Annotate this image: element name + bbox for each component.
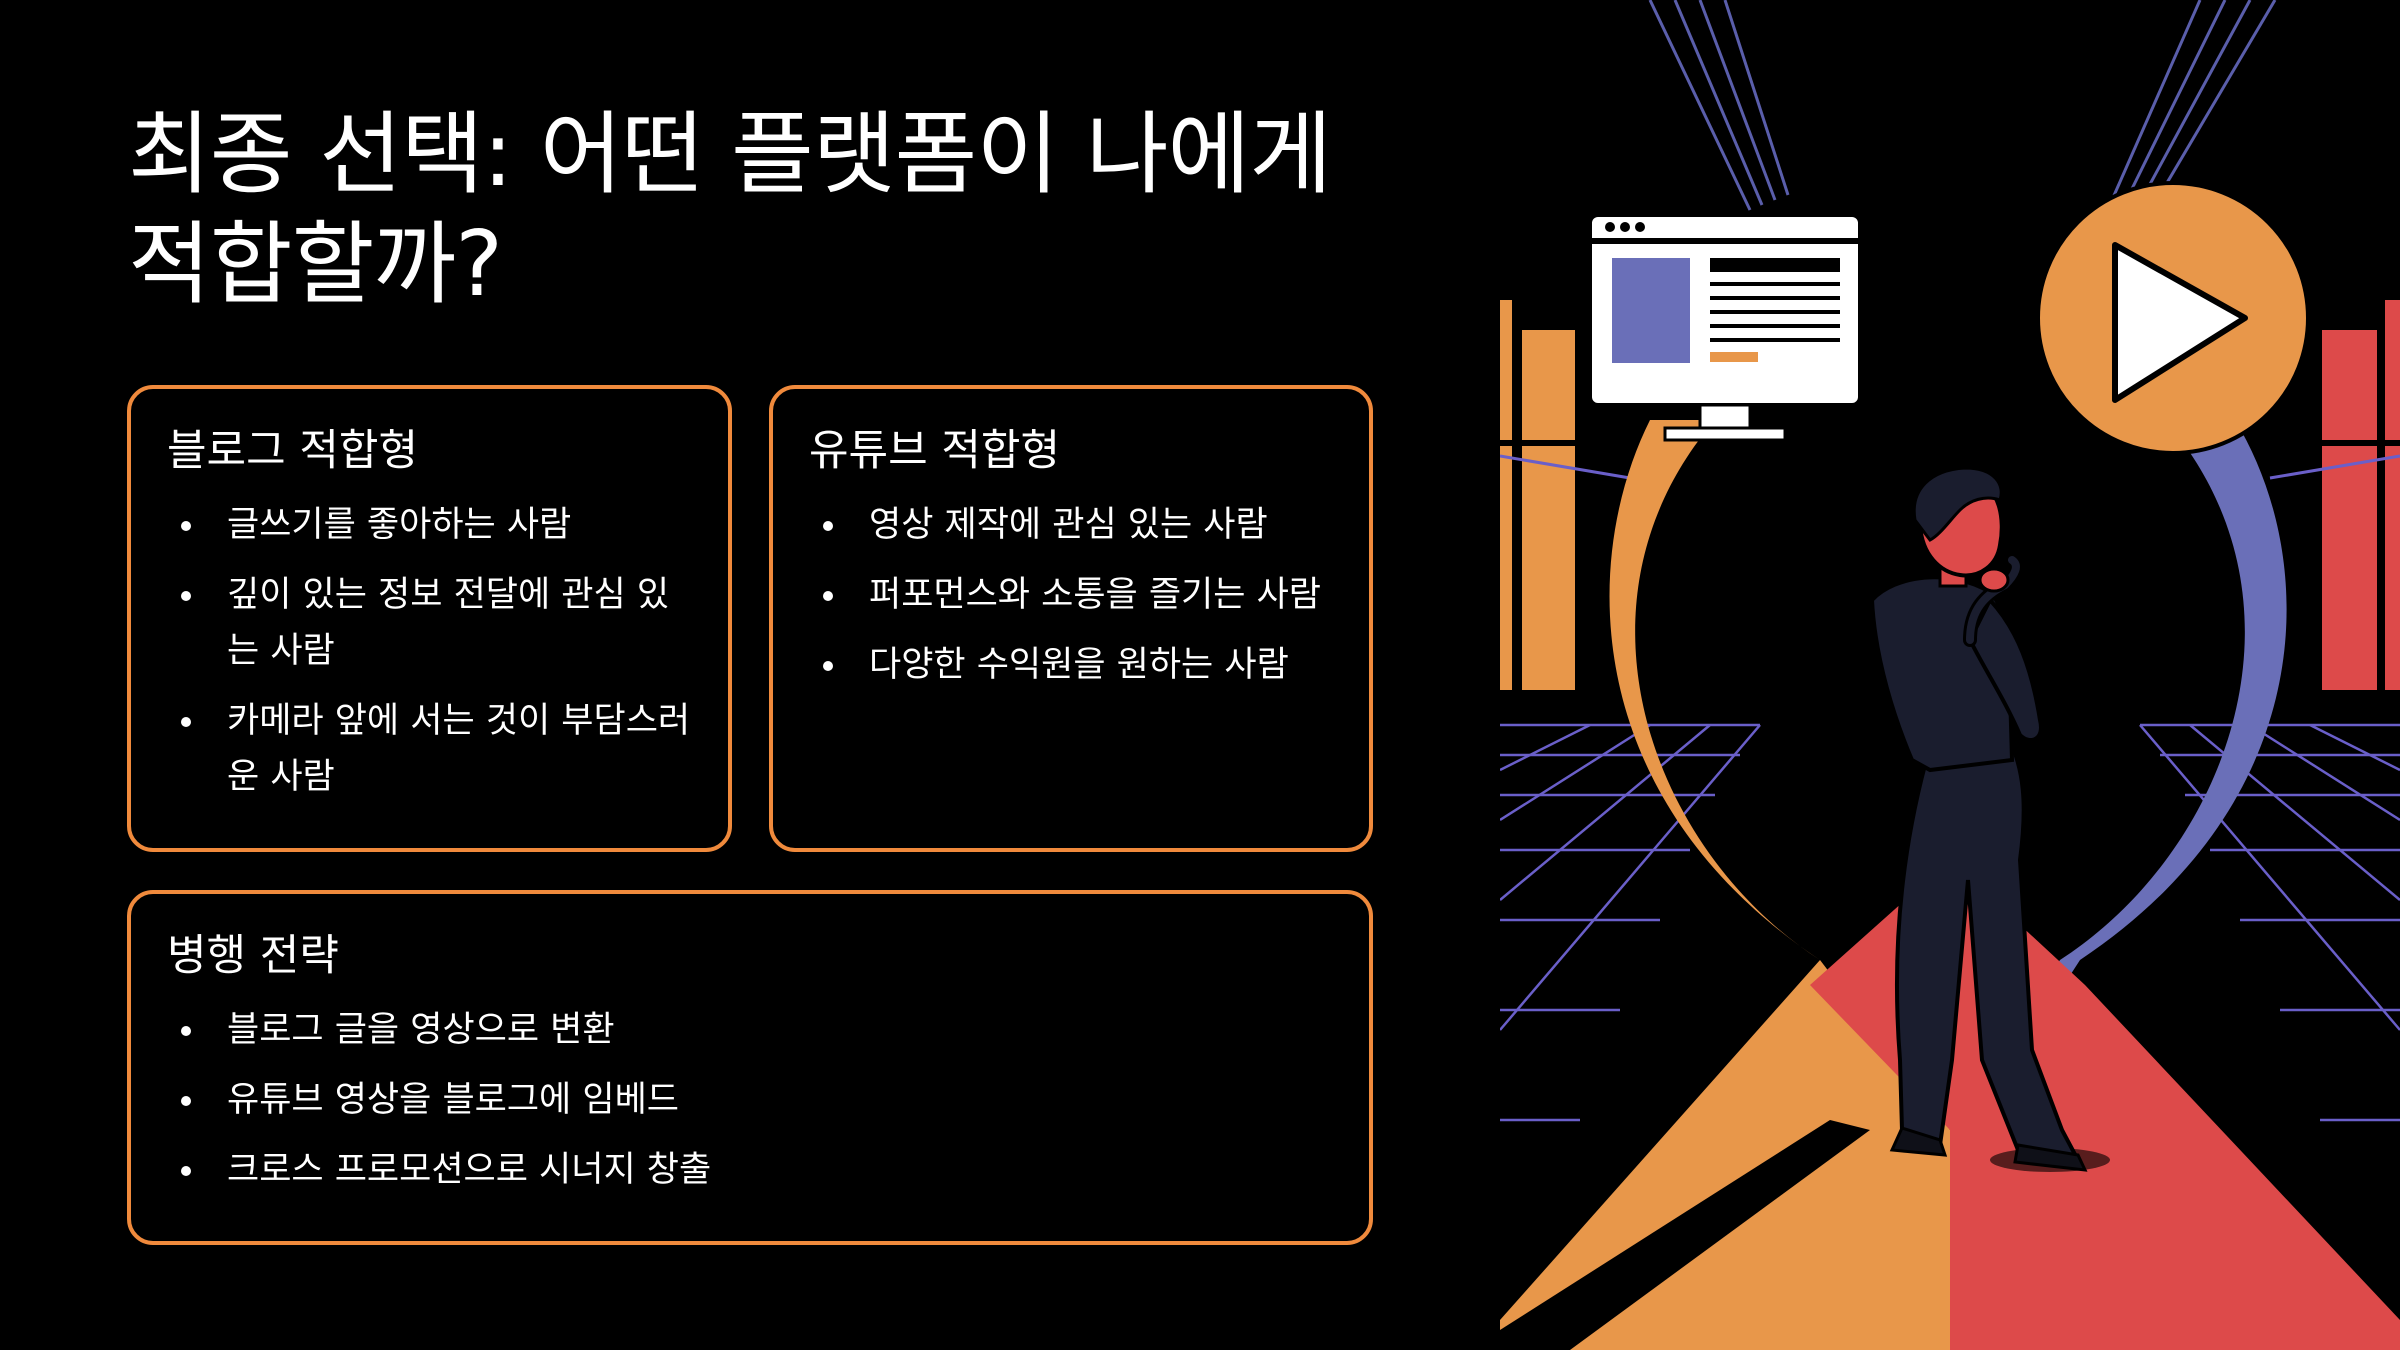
list-item-text: 블로그 글을 영상으로 변환: [227, 1010, 615, 1050]
card-heading: 블로그 적합형: [167, 426, 419, 476]
bullet-list: 글쓰기를 좋아하는 사람 깊이 있는 정보 전달에 관심 있는 사람 카메라 앞…: [167, 497, 692, 805]
bullet-icon: [181, 1026, 191, 1036]
bullet-icon: [181, 591, 191, 601]
bullet-icon: [823, 661, 833, 671]
parallel-strategy-card: 병행 전략 블로그 글을 영상으로 변환 유튜브 영상을 블로그에 임베드 크로…: [127, 890, 1373, 1245]
side-panels: [1500, 300, 2400, 690]
list-item: 글쓰기를 좋아하는 사람: [167, 497, 692, 553]
list-item-text: 유튜브 영상을 블로그에 임베드: [227, 1080, 679, 1120]
blue-path: [1950, 420, 2287, 1130]
bullet-icon: [181, 521, 191, 531]
list-item-text: 글쓰기를 좋아하는 사람: [227, 505, 572, 545]
floor-shadow: [1500, 1120, 1870, 1350]
list-item: 퍼포먼스와 소통을 즐기는 사람: [809, 567, 1333, 623]
list-item: 깊이 있는 정보 전달에 관심 있는 사람: [167, 567, 692, 679]
card-heading: 병행 전략: [167, 931, 339, 981]
card-heading: 유튜브 적합형: [809, 426, 1061, 476]
man-figure: [1869, 466, 2110, 1172]
crossroads-illustration: [1500, 0, 2400, 1350]
list-item-text: 카메라 앞에 서는 것이 부담스러운 사람: [227, 701, 691, 797]
list-item-text: 다양한 수익원을 원하는 사람: [869, 645, 1289, 685]
list-item: 블로그 글을 영상으로 변환: [167, 1002, 1333, 1058]
orange-path: [1500, 420, 1950, 1350]
blog-fit-card: 블로그 적합형 글쓰기를 좋아하는 사람 깊이 있는 정보 전달에 관심 있는 …: [127, 385, 732, 852]
light-beams: [1648, 0, 2277, 216]
list-item: 영상 제작에 관심 있는 사람: [809, 497, 1333, 553]
list-item-text: 퍼포먼스와 소통을 즐기는 사람: [869, 575, 1321, 615]
bullet-icon: [823, 521, 833, 531]
list-item: 카메라 앞에 서는 것이 부담스러운 사람: [167, 693, 692, 805]
bullet-icon: [181, 1096, 191, 1106]
list-item: 크로스 프로모션으로 시너지 창출: [167, 1142, 1333, 1198]
play-button-icon: [2036, 181, 2310, 455]
list-item-text: 크로스 프로모션으로 시너지 창출: [227, 1150, 712, 1190]
page-title: 최종 선택: 어떤 플랫폼이 나에게 적합할까?: [128, 102, 1332, 317]
list-item: 유튜브 영상을 블로그에 임베드: [167, 1072, 1333, 1128]
list-item: 다양한 수익원을 원하는 사람: [809, 637, 1333, 693]
bullet-list: 블로그 글을 영상으로 변환 유튜브 영상을 블로그에 임베드 크로스 프로모션…: [167, 1002, 1333, 1198]
list-item-text: 깊이 있는 정보 전달에 관심 있는 사람: [227, 575, 670, 671]
browser-window-icon: [1588, 213, 1862, 442]
bullet-icon: [823, 591, 833, 601]
bullet-icon: [181, 717, 191, 727]
bullet-list: 영상 제작에 관심 있는 사람 퍼포먼스와 소통을 즐기는 사람 다양한 수익원…: [809, 497, 1333, 693]
bullet-icon: [181, 1166, 191, 1176]
youtube-fit-card: 유튜브 적합형 영상 제작에 관심 있는 사람 퍼포먼스와 소통을 즐기는 사람…: [769, 385, 1373, 852]
list-item-text: 영상 제작에 관심 있는 사람: [869, 505, 1268, 545]
floor-grid: [1500, 723, 2400, 1122]
